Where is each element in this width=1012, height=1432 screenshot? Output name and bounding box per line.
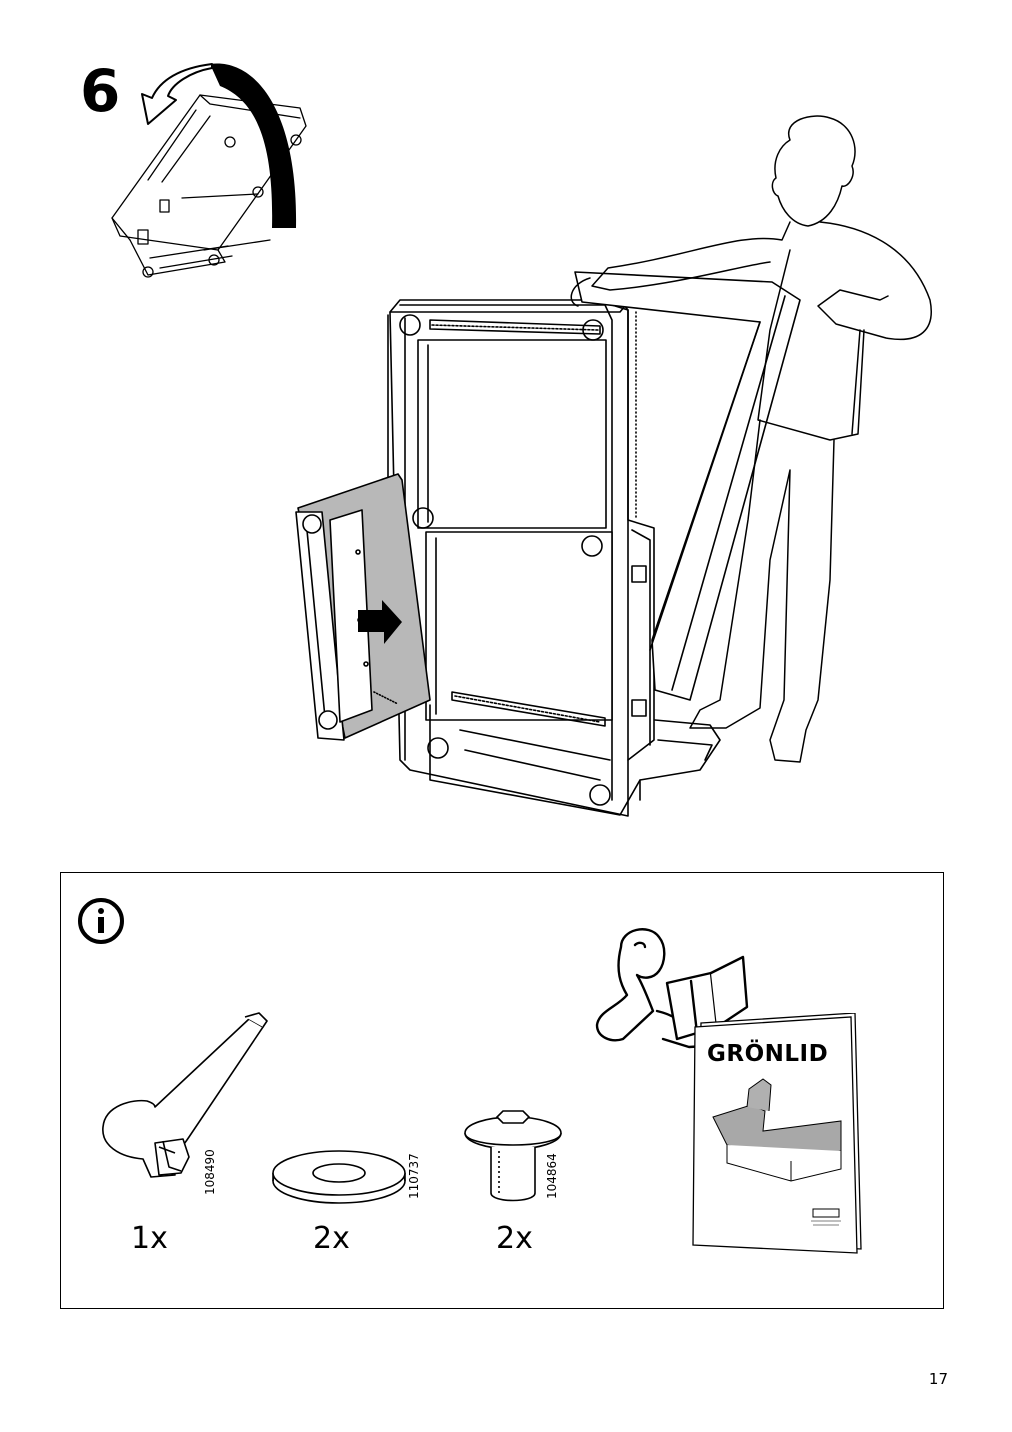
part-code-washer: 110737: [407, 1153, 421, 1199]
screw-icon: [464, 1110, 562, 1202]
quantity-allen-key: 1x: [131, 1221, 168, 1256]
ikea-logo-icon: [812, 1208, 840, 1218]
part-code-allen-key: 108490: [203, 1149, 217, 1195]
tilted-sofa-thumbnail: [111, 94, 307, 278]
info-box: 108490 110737 104864 1x 2x 2x GRÖNLID: [60, 872, 944, 1309]
manual-booklet: [692, 1013, 862, 1254]
sofa-frame-upright: [387, 299, 721, 817]
page-number: 17: [928, 1370, 948, 1388]
manual-title: GRÖNLID: [707, 1041, 829, 1067]
side-panel: [295, 473, 431, 741]
person-illustration: [570, 115, 932, 763]
info-icon: [78, 898, 124, 944]
allen-key-icon: [102, 1012, 268, 1178]
quantity-washer: 2x: [313, 1221, 350, 1256]
step-number: 6: [80, 57, 121, 125]
assembly-illustration: [111, 63, 932, 817]
part-code-screw: 104864: [545, 1153, 559, 1199]
quantity-screw: 2x: [496, 1221, 533, 1256]
rotate-arrow-icon: [141, 63, 297, 228]
washer-icon: [272, 1150, 406, 1204]
